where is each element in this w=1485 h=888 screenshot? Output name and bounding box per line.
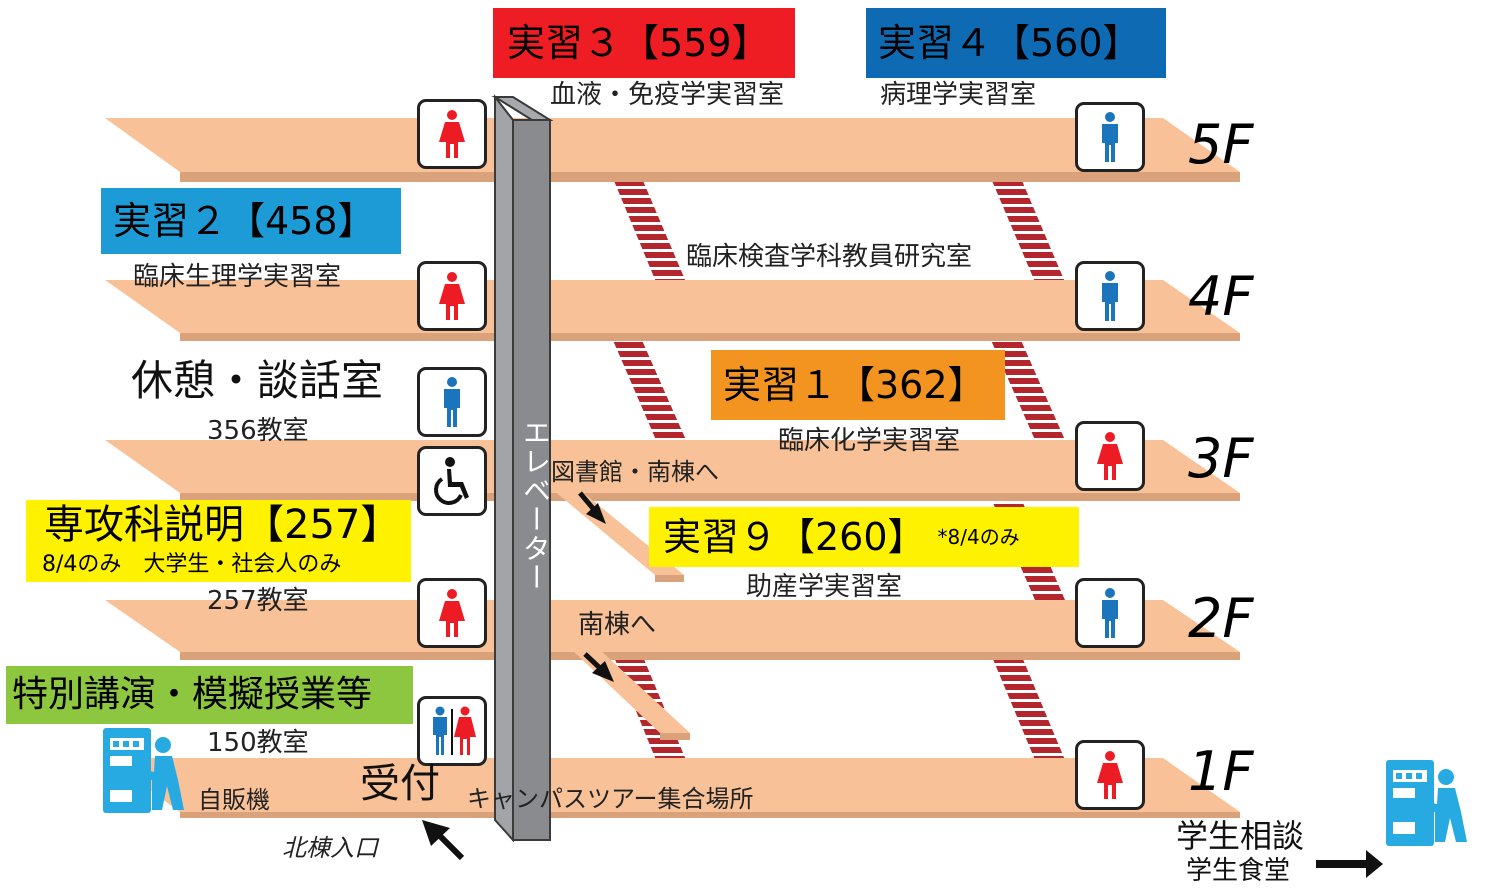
lab-4-box: 実習４【560】 [866, 8, 1166, 78]
multipurpose-toilet-icon-1f [417, 696, 487, 766]
arrow-icon-cafeteria [1316, 850, 1383, 878]
vending-machine-icon [1386, 760, 1467, 846]
vending-machine-icon [103, 728, 184, 813]
counseling-label: 学生相談 [1176, 817, 1305, 855]
faculty-office-label: 臨床検査学科教員研究室 [686, 242, 973, 272]
floor-label-2f: 2F [1188, 587, 1254, 650]
female-toilet-icon-1f [1075, 740, 1145, 810]
lab-3-box: 実習３【559】 [493, 8, 795, 78]
special-lecture-box: 特別講演・模擬授業等 [6, 666, 413, 724]
arrow-icon-south [583, 652, 614, 682]
male-toilet-icon-5f [1075, 102, 1145, 172]
south-direction: 南棟へ [578, 610, 657, 640]
wheelchair-icon [417, 446, 487, 516]
male-toilet-icon-4f [1075, 261, 1145, 331]
female-toilet-icon-5f [417, 99, 487, 169]
lab-9-room: 助産学実習室 [746, 572, 903, 602]
floor-label-1f: 1F [1188, 740, 1254, 803]
meeting-point-label: キャンパスツアー集合場所 [467, 785, 754, 813]
floor-slab-5f [105, 118, 1240, 182]
floor-slab-1f [105, 758, 1240, 818]
lab-1-box: 実習１【362】 [711, 350, 1005, 420]
north-entrance-label: 北棟入口 [282, 834, 378, 862]
lab-1-room: 臨床化学実習室 [778, 426, 961, 456]
floor-label-3f: 3F [1188, 427, 1254, 490]
lab-2-box: 実習２【458】 [101, 188, 401, 254]
vending-label: 自販機 [198, 786, 270, 814]
major-title: 専攻科説明【257】 [44, 502, 401, 548]
female-toilet-icon-2f [417, 578, 487, 648]
lab-2-room: 臨床生理学実習室 [133, 262, 342, 292]
lounge-title: 休憩・談話室 [131, 356, 384, 405]
special-room: 150教室 [207, 728, 309, 758]
lab-4-room: 病理学実習室 [880, 80, 1037, 110]
lab-9-title: 実習９【260】 [663, 515, 926, 559]
elevator-shaft [491, 94, 554, 843]
female-toilet-icon-4f [417, 261, 487, 331]
male-toilet-icon-2f [1075, 578, 1145, 648]
female-toilet-icon-3f [1075, 421, 1145, 491]
lab-9-note: *8/4のみ [937, 525, 1020, 549]
elevator-label: エレベーター [519, 418, 552, 592]
floor-label-5f: 5F [1188, 113, 1254, 176]
library-direction: 図書館・南棟へ [551, 458, 719, 486]
major-room: 257教室 [207, 586, 309, 616]
arrow-icon-north-entrance [422, 820, 465, 861]
major-note: 8/4のみ 大学生・社会人のみ [42, 552, 342, 577]
lounge-room: 356教室 [207, 416, 309, 446]
major-info-box [26, 500, 411, 582]
floor-slab-4f [105, 280, 1240, 341]
cafeteria-label: 学生食堂 [1186, 856, 1291, 886]
male-toilet-icon-3f [417, 367, 487, 437]
reception-label: 受付 [360, 761, 440, 807]
floor-slab-2f [105, 600, 1240, 660]
lab-3-room: 血液・免疫学実習室 [550, 80, 785, 110]
floor-label-4f: 4F [1188, 265, 1254, 328]
lab-9-box: 実習９【260】 *8/4のみ [649, 507, 1079, 567]
arrow-icon-library [578, 491, 606, 524]
